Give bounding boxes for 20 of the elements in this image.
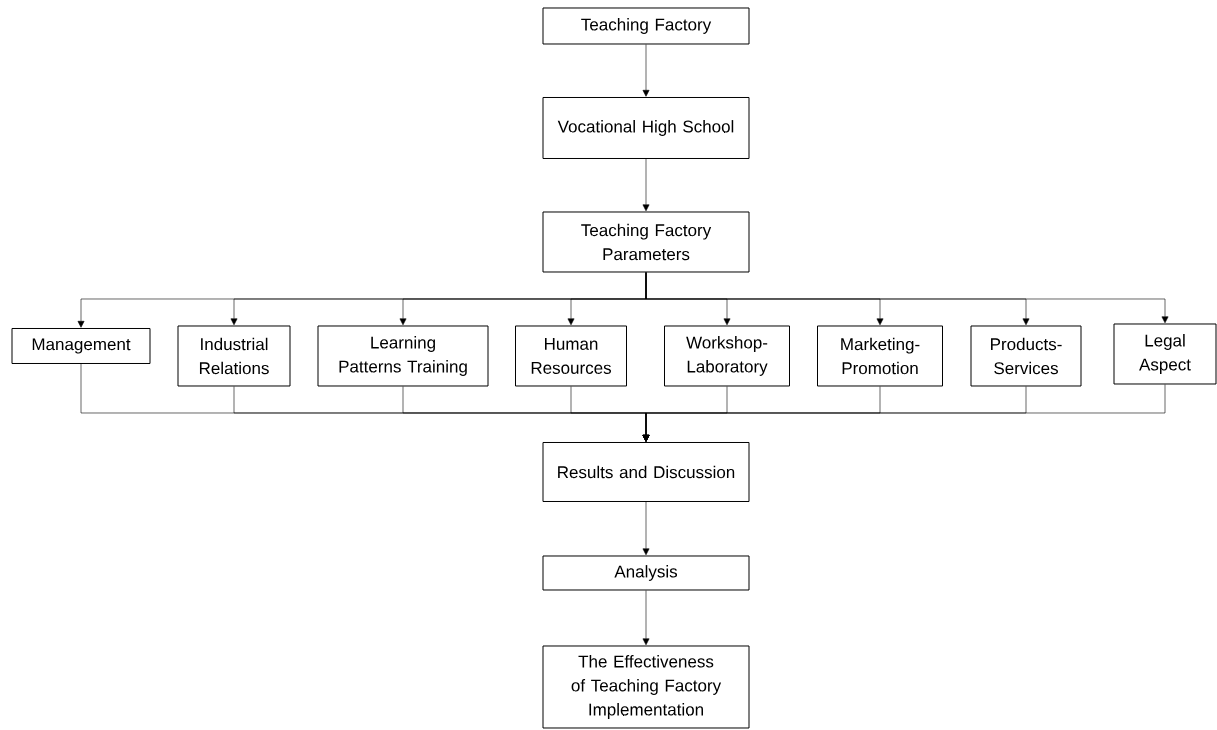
- process-box: Teaching Factory Parameters: [542, 211, 750, 273]
- arrow: [642, 384, 1166, 442]
- process-box: Learning Patterns Training: [317, 325, 489, 387]
- process-box: Management: [11, 328, 151, 364]
- process-box: Teaching Factory: [542, 7, 750, 45]
- process-box: The Effectiveness of Teaching Factory Implementation: [542, 645, 750, 729]
- process-box: Marketing-Promotion: [817, 325, 943, 387]
- arrow: [645, 272, 1169, 324]
- process-box: Human Resources: [515, 325, 627, 387]
- arrow: [642, 501, 650, 556]
- process-box: Products-Services: [970, 325, 1082, 387]
- arrow: [642, 44, 650, 97]
- process-box: Vocational High School: [542, 97, 750, 159]
- process-box: Industrial Relations: [177, 325, 291, 387]
- process-box: Legal Aspect: [1113, 323, 1217, 385]
- process-box: Results and Discussion: [542, 442, 750, 502]
- arrow: [642, 590, 650, 646]
- process-box: Analysis: [542, 555, 750, 591]
- process-box: Workshop-Laboratory: [664, 325, 790, 387]
- arrow: [642, 158, 650, 212]
